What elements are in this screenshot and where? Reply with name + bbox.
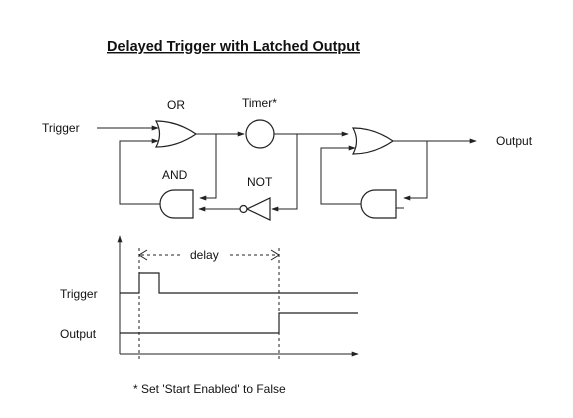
or-gate-label: OR (167, 98, 185, 112)
or-gate (154, 120, 198, 148)
footnote: * Set 'Start Enabled' to False (133, 382, 286, 396)
timing-output-label: Output (60, 327, 97, 341)
output-to-and2-wire (403, 141, 428, 201)
and-gate (159, 189, 194, 219)
output-label: Output (496, 134, 533, 148)
and2-to-or2-wire (320, 145, 361, 205)
or-feedback-wire (199, 134, 217, 201)
timing-trigger-label: Trigger (60, 287, 98, 301)
not-gate (245, 197, 271, 221)
trigger-input-label: Trigger (42, 121, 80, 135)
and-to-or-feedback-wire (119, 138, 160, 205)
or-gate-2 (351, 127, 395, 155)
output-waveform (120, 312, 358, 334)
diagram-title: Delayed Trigger with Latched Output (107, 39, 360, 55)
delay-arrow-left (138, 249, 148, 261)
delay-label: delay (190, 248, 219, 262)
and-gate-label: AND (162, 168, 188, 182)
trigger-waveform (120, 272, 358, 294)
and-gate-2 (360, 189, 397, 219)
delay-arrow-right (270, 249, 280, 261)
timer-to-not-wire (271, 134, 298, 212)
not-gate-label: NOT (247, 175, 273, 189)
not-gate-bubble (239, 204, 248, 214)
timer-label: Timer* (242, 96, 277, 110)
timer-circle (245, 119, 275, 149)
